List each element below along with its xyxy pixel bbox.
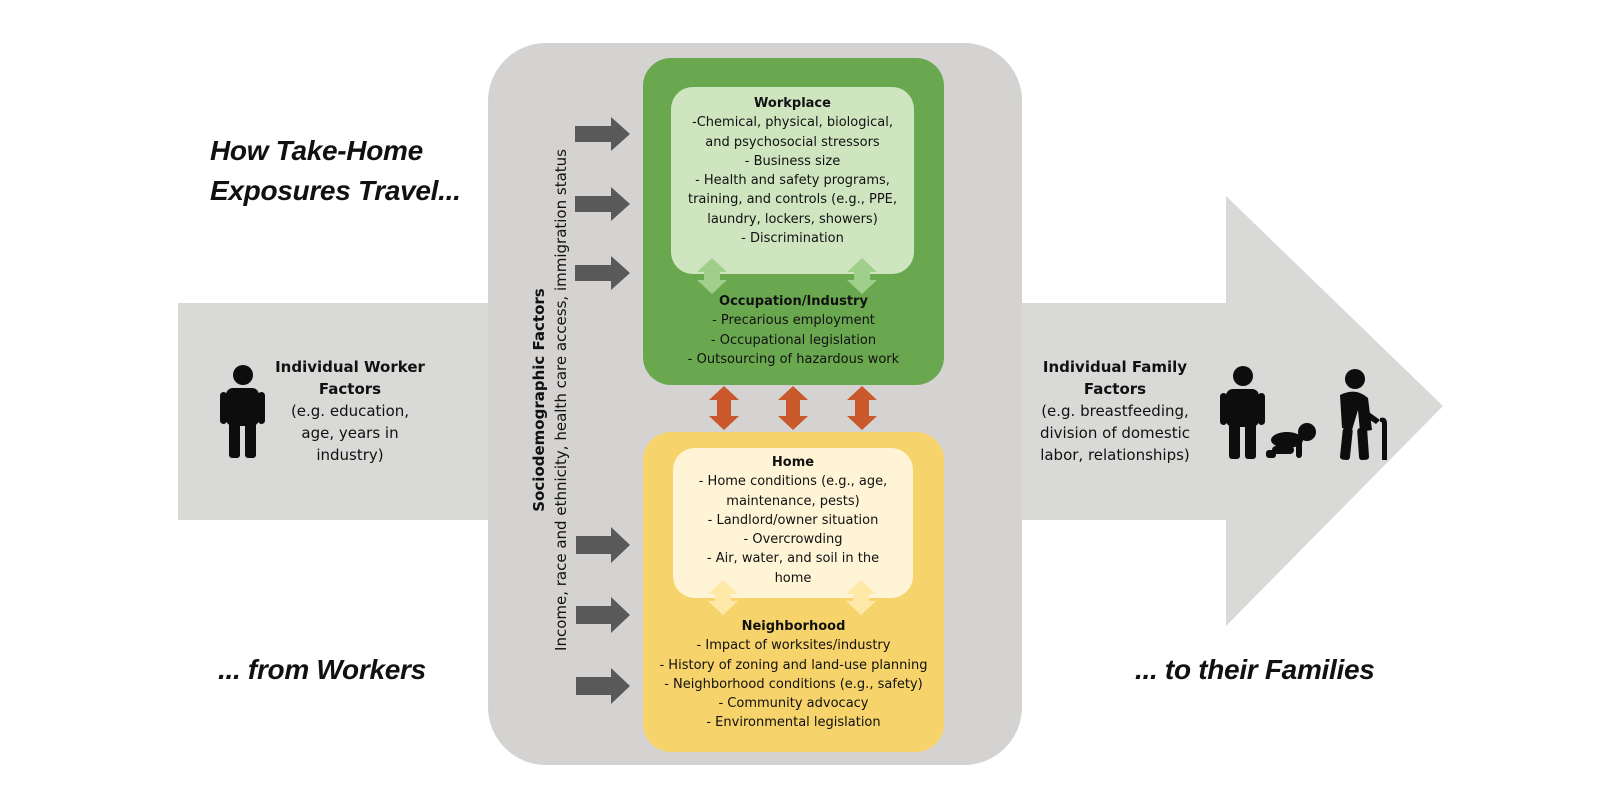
home-inner-box — [673, 448, 913, 598]
home-heading: Home — [771, 455, 815, 470]
workplace-item: - Business size — [744, 153, 841, 169]
dark-arrow-top-3 — [575, 256, 630, 290]
dark-arrow-bottom-1 — [576, 527, 630, 563]
orange-double-arrow-1 — [709, 386, 739, 430]
workplace-item: - Health and safety programs, — [695, 173, 890, 189]
green-updown-arrow-2 — [847, 258, 877, 294]
neighborhood-item: - Community advocacy — [718, 696, 869, 712]
orange-double-arrow-2 — [778, 386, 808, 430]
family-factors-title-2: Factors — [1083, 380, 1147, 398]
worker-factors-detail-3: industry) — [316, 446, 384, 464]
worker-factors-detail-2: age, years in — [301, 424, 399, 442]
family-factors-detail-3: labor, relationships) — [1040, 446, 1190, 464]
workplace-item: laundry, lockers, showers) — [707, 211, 878, 227]
neighborhood-heading: Neighborhood — [741, 619, 846, 634]
green-updown-arrow-1 — [697, 258, 727, 294]
yellow-updown-arrow-1 — [708, 580, 738, 615]
neighborhood-item: - Environmental legislation — [706, 715, 881, 731]
title-how-take-home: How Take-Home Exposures Travel... — [210, 131, 461, 211]
dark-arrow-bottom-3 — [576, 668, 630, 704]
home-item: home — [774, 570, 812, 586]
workplace-item: training, and controls (e.g., PPE, — [687, 192, 898, 208]
worker-figure-icon — [220, 365, 265, 458]
title-to-families: ... to their Families — [1135, 654, 1375, 685]
home-item: maintenance, pests) — [726, 493, 860, 509]
crawling-baby-icon — [1266, 423, 1316, 458]
neighborhood-item: - History of zoning and land-use plannin… — [659, 657, 928, 673]
worker-factors-detail-1: (e.g. education, — [290, 402, 410, 420]
worker-factors-title-1: Individual Worker — [275, 358, 425, 376]
orange-double-arrow-3 — [847, 386, 877, 430]
occupation-item: - Outsourcing of hazardous work — [687, 351, 900, 367]
sociodemographic-subtitle: Income, race and ethnicity, health care … — [552, 149, 570, 651]
dark-arrow-bottom-2 — [576, 597, 630, 633]
home-item: - Landlord/owner situation — [707, 512, 879, 528]
occupation-heading: Occupation/Industry — [719, 294, 868, 309]
worker-factors: Individual Worker Factors (e.g. educatio… — [265, 356, 435, 466]
sociodemographic-title: Sociodemographic Factors — [530, 288, 548, 512]
occupation-item: - Precarious employment — [712, 313, 875, 329]
occupation-item: - Occupational legislation — [710, 332, 877, 348]
home-item: - Air, water, and soil in the — [706, 551, 880, 567]
workplace-item: -Chemical, physical, biological, — [692, 115, 893, 131]
workplace-text: Workplace -Chemical, physical, biologica… — [671, 94, 914, 248]
title-line-2: Exposures Travel... — [210, 175, 461, 206]
workplace-item: - Discrimination — [741, 231, 844, 247]
title-from-workers: ... from Workers — [218, 654, 426, 685]
workplace-heading: Workplace — [754, 96, 831, 111]
workplace-item: and psychosocial stressors — [705, 134, 880, 150]
neighborhood-item: - Impact of worksites/industry — [696, 638, 891, 654]
dark-arrow-top-2 — [575, 187, 630, 221]
neighborhood-text: Neighborhood - Impact of worksites/indus… — [643, 617, 944, 733]
elderly-cane-figure-icon — [1339, 369, 1387, 461]
adult-figure-icon — [1220, 366, 1265, 459]
home-text: Home - Home conditions (e.g., age, maint… — [673, 453, 913, 588]
family-factors-title-1: Individual Family — [1042, 358, 1188, 376]
home-item: - Home conditions (e.g., age, — [698, 474, 888, 490]
dark-arrow-top-1 — [575, 117, 630, 151]
family-factors-detail-2: division of domestic — [1039, 424, 1191, 442]
title-line-1: How Take-Home — [210, 135, 423, 166]
family-factors: Individual Family Factors (e.g. breastfe… — [1020, 356, 1210, 466]
worker-factors-title-2: Factors — [318, 380, 382, 398]
occupation-text: Occupation/Industry - Precarious employm… — [643, 292, 944, 369]
workplace-inner-box — [671, 87, 914, 274]
home-item: - Overcrowding — [743, 532, 843, 548]
family-factors-detail-1: (e.g. breastfeeding, — [1041, 402, 1189, 420]
neighborhood-item: - Neighborhood conditions (e.g., safety) — [664, 676, 923, 692]
yellow-updown-arrow-2 — [846, 580, 876, 615]
